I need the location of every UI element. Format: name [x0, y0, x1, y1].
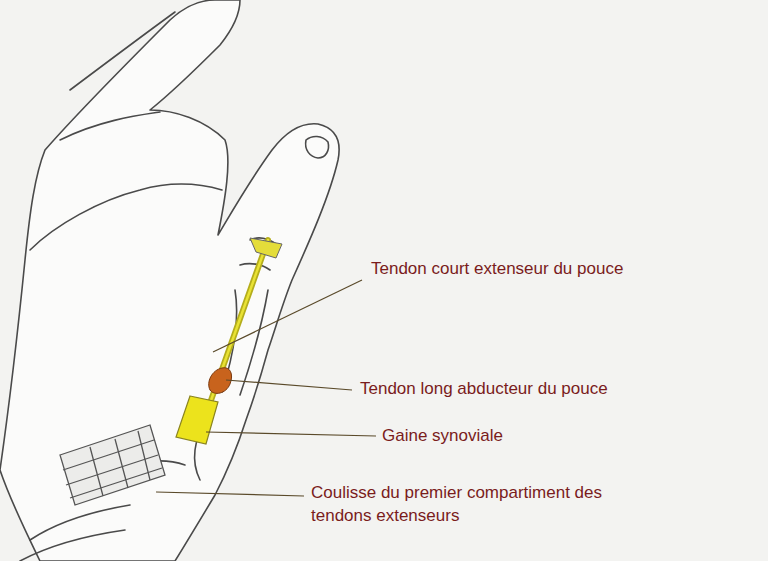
- part-label: Coulisse du premier compartiment des ten…: [311, 482, 603, 528]
- retinaculum: [60, 425, 165, 505]
- synovial-sheath: [176, 396, 218, 444]
- bone-line: [30, 505, 130, 540]
- thumbnail: [306, 136, 329, 158]
- hand-outline: [0, 0, 339, 561]
- finger-line: [30, 184, 222, 250]
- part-label: Tendon long abducteur du pouce: [360, 378, 760, 401]
- finger-line: [70, 12, 175, 90]
- bone-line: [20, 530, 125, 561]
- tendon-insertion: [250, 238, 282, 258]
- part-label: Gaine synoviale: [382, 425, 682, 448]
- finger-line: [60, 112, 160, 140]
- leader-line: [156, 280, 376, 496]
- part-label: Tendon court extenseur du pouce: [371, 258, 761, 281]
